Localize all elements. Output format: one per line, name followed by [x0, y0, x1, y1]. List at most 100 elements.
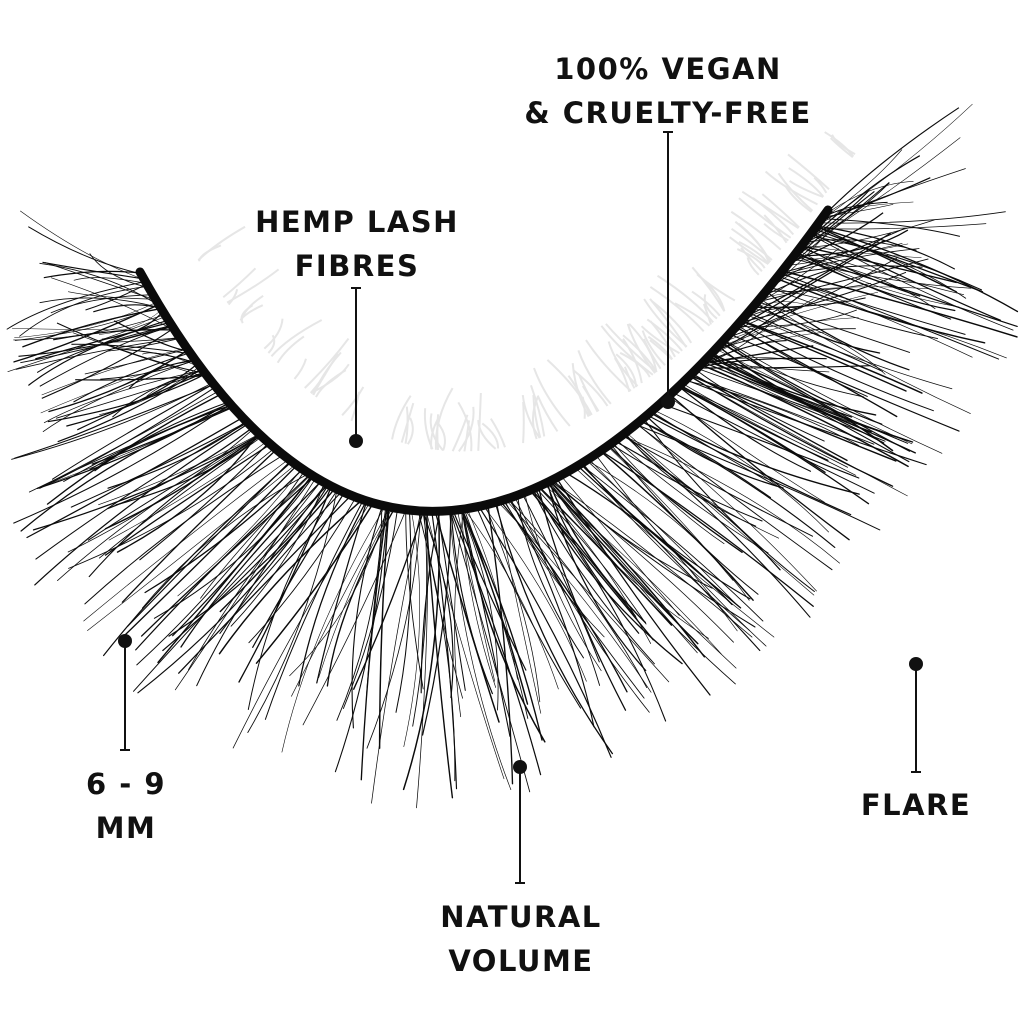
lash-hair — [792, 258, 972, 289]
lash-hair — [460, 509, 499, 711]
lash-hair — [811, 232, 967, 299]
lash-hair — [68, 447, 276, 569]
lash-hair — [639, 420, 772, 499]
lash-hair — [360, 505, 388, 781]
callout-volume — [513, 760, 527, 884]
lash-hair — [104, 433, 261, 530]
lash-hair — [172, 474, 313, 637]
lash-hair — [50, 277, 176, 332]
lash-hair — [461, 509, 497, 688]
lash-hair — [73, 277, 147, 284]
lash-shadow-strand — [761, 193, 800, 229]
lash-hair — [177, 468, 303, 597]
lash-shadow-strand — [490, 418, 506, 448]
lash-hair — [26, 416, 244, 539]
label-line: VOLUME — [448, 944, 594, 978]
lash-shadow-strand — [651, 300, 693, 344]
lash-hair — [255, 502, 375, 664]
lash-hair — [796, 251, 956, 312]
lash-hair — [57, 434, 261, 582]
lash-shadow-strand — [640, 325, 680, 355]
lash-shadow-strand — [293, 358, 307, 380]
lash-shadow-strand — [263, 318, 284, 350]
lash-hair — [824, 201, 914, 215]
lash-hair — [642, 417, 815, 593]
lash-shadow-strand — [829, 137, 854, 158]
lash-hair — [599, 450, 754, 601]
lash-hair — [731, 239, 885, 332]
lash-hair — [672, 391, 875, 494]
lash-hair — [153, 475, 314, 619]
lash-hair — [70, 421, 248, 508]
lash-shadow-strand — [227, 289, 239, 306]
lash-hair — [108, 440, 268, 541]
lash-hair — [548, 481, 698, 654]
lash-hair — [813, 228, 984, 293]
lash-hair — [366, 510, 422, 749]
lash-hair — [815, 226, 1019, 313]
lash-hair — [395, 509, 412, 713]
lash-hair — [532, 488, 655, 665]
lash-hair — [43, 369, 204, 424]
lash-hair — [87, 464, 297, 631]
lash-hair — [291, 506, 391, 697]
lash-hair — [35, 422, 249, 560]
lash-shadow-strand — [222, 267, 257, 299]
lash-hair — [84, 348, 188, 375]
lash-shadow-strand — [746, 257, 760, 276]
lash-shadow-strand — [777, 172, 814, 212]
lash-hair — [6, 281, 146, 330]
lash-hair — [802, 245, 922, 259]
lash-hair — [497, 501, 652, 693]
lash-hair — [703, 361, 830, 373]
label-line: NATURAL — [440, 900, 602, 934]
lash-hair — [689, 375, 894, 487]
lash-hair — [22, 307, 162, 348]
label-flare: FLARE — [861, 783, 971, 827]
lash-hair — [487, 503, 514, 785]
lash-hair — [63, 404, 232, 482]
lash-shadow — [197, 131, 856, 452]
lash-hair — [728, 333, 960, 432]
callout-hemp — [349, 287, 363, 448]
lash-hair — [454, 508, 465, 718]
lash-hair — [478, 505, 612, 758]
lash-hair — [715, 317, 859, 350]
lash-hair — [116, 432, 260, 553]
lash-shadow-strand — [240, 294, 264, 322]
lash-hair — [707, 355, 885, 444]
lash-hair — [230, 482, 325, 627]
lash-hair — [73, 352, 191, 403]
lash-hair — [531, 488, 637, 618]
lash-shadow-strand — [404, 406, 409, 444]
lash-shadow-strand — [788, 167, 825, 198]
lash-hair — [645, 415, 784, 489]
lash-hair — [747, 312, 883, 372]
lash-hair — [685, 379, 927, 466]
lash-hair — [91, 406, 234, 465]
lash-hair — [140, 475, 315, 637]
lash-hair — [99, 366, 200, 416]
lash-shadow-strand — [752, 197, 795, 236]
lash-hair — [28, 226, 142, 275]
lash-hair — [722, 339, 883, 425]
lash-shadow-strand — [304, 337, 350, 389]
lash-hair — [133, 484, 329, 692]
lash-hair — [543, 484, 722, 655]
lash-hair — [89, 403, 231, 470]
lash-hair — [560, 475, 680, 616]
lash-shadow-strand — [522, 401, 525, 444]
lash-hair — [48, 349, 189, 413]
label-line: 100% VEGAN — [554, 52, 782, 86]
lash-shadow-strand — [647, 335, 674, 360]
lash-hair — [421, 509, 452, 736]
lash-hair — [650, 410, 777, 487]
lash-hair — [678, 385, 812, 472]
lash-hair — [709, 353, 877, 416]
lash-hair — [794, 253, 1018, 328]
lash-hair — [218, 498, 364, 655]
lash-hair — [34, 422, 250, 586]
lash-hair — [119, 464, 298, 640]
lash-hair — [507, 498, 601, 686]
lash-hair — [252, 491, 346, 648]
